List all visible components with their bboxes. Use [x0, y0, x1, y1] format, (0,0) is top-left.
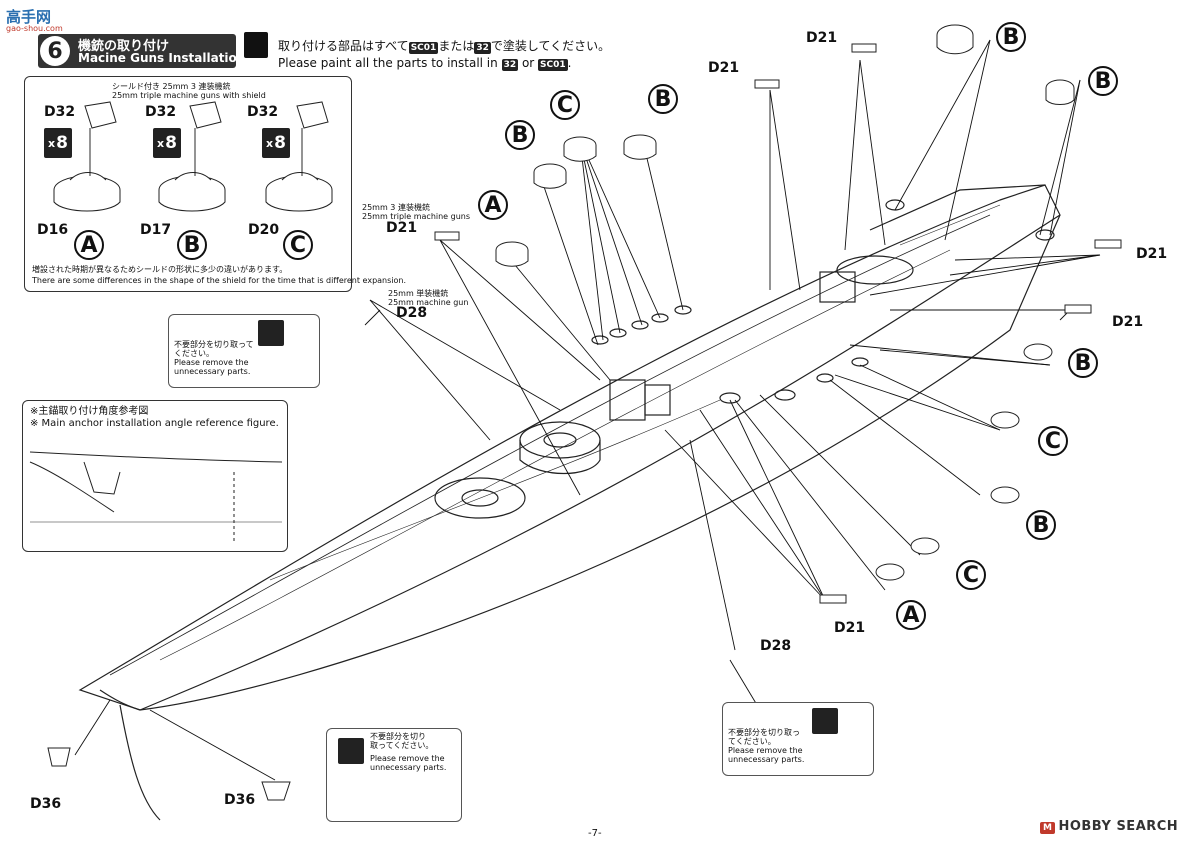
paint-code: SC01: [538, 59, 568, 71]
part-callout-d21: D21: [834, 620, 866, 636]
forward-turret: [434, 477, 526, 519]
step-header: [38, 34, 236, 68]
hull-keel: [119, 704, 161, 821]
remove-parts-note: [168, 314, 320, 388]
paint-code: SC01: [408, 42, 439, 54]
gun-mount-sketch: [158, 101, 226, 212]
part-callout-d36: D36: [224, 792, 256, 808]
mount-letter-badge: C: [283, 230, 313, 260]
remove-note-ja: 不要部分を切り取ってください。: [728, 728, 800, 746]
part-callout-d36: D36: [30, 796, 62, 812]
mount-letter-badge: A: [478, 190, 508, 220]
mount-letter-badge: B: [648, 84, 678, 114]
part-label: D20: [248, 222, 280, 238]
guns-panel-header-ja: シールド付き 25mm 3 連装機銃: [112, 82, 231, 91]
step-title-ja: 機銃の取り付け: [78, 39, 170, 54]
mount-letter-badge: C: [550, 90, 580, 120]
part-label: D17: [140, 222, 172, 238]
mount-letter-badge: A: [74, 230, 104, 260]
part-callout-d21: D21: [1136, 246, 1168, 262]
paint-note-en: Please paint all the parts to install in…: [278, 56, 572, 71]
remove-note-ja: 不要部分を切り取ってください。: [370, 732, 434, 750]
mount-letter-badge: B: [505, 120, 535, 150]
single-gun-note-ja: 25mm 単装機銃: [388, 289, 449, 298]
part-callout-d21: D21: [386, 220, 418, 236]
part-label: D32: [145, 104, 177, 120]
anchor-panel-title-ja: ※主錨取り付け角度参考図: [30, 406, 149, 417]
part-callout-d21: D21: [806, 30, 838, 46]
mount-letter-badge: A: [896, 600, 926, 630]
mount-letter-badge: B: [1088, 66, 1118, 96]
mount-letter-badge: C: [956, 560, 986, 590]
mount-letter-badge: B: [1026, 510, 1056, 540]
step-title-en: Macine Guns Installation: [78, 51, 246, 65]
part-callout-d21: D21: [708, 60, 740, 76]
anchor-panel-title-en: ※ Main anchor installation angle referen…: [30, 418, 279, 429]
cutter-icon: [258, 320, 284, 346]
triple-gun-note-en: 25mm triple machine guns: [362, 212, 471, 221]
part-callout-d28: D28: [760, 638, 792, 654]
guns-panel-header-en: 25mm triple machine guns with shield: [112, 91, 266, 100]
cutter-icon: [338, 738, 364, 764]
single-gun-note-en: 25mm machine gun: [388, 298, 469, 307]
guns-panel-note-en: There are some differences in the shape …: [32, 276, 407, 285]
anchor-reference-panel: [22, 400, 288, 552]
step-number: 6: [40, 36, 70, 66]
gun-mount-sketch: [265, 101, 333, 212]
mount-letter-badge: B: [1068, 348, 1098, 378]
paint-code: 32: [501, 59, 519, 71]
guns-panel-note-ja: 増設された時期が異なるためシールドの形状に多少の違いがあります。: [32, 265, 288, 274]
paint-brush-icon: [244, 32, 268, 58]
mount-letter-badge: C: [1038, 426, 1068, 456]
part-callout-d28: D28: [396, 305, 428, 321]
part-label: D16: [37, 222, 69, 238]
mount-letter-badge: B: [177, 230, 207, 260]
hull-deck-edge: [78, 184, 1061, 711]
remove-parts-note: [722, 702, 874, 776]
mount-letter-badge: B: [996, 22, 1026, 52]
watermark-mark-icon: M: [1040, 822, 1056, 834]
watermark-site: gao-shou.com: [6, 24, 63, 33]
gun-mount-sketch: [53, 101, 121, 212]
triple-gun-note-ja: 25mm 3 連装機銃: [362, 203, 430, 212]
anchor-reference-sketch: [29, 451, 283, 542]
watermark-brand: 高手网: [6, 8, 52, 26]
part-label: D32: [247, 104, 279, 120]
part-label: D32: [44, 104, 76, 120]
remove-note-ja: 不要部分を切り取ってください。: [174, 340, 254, 358]
hull-side: [139, 214, 1061, 711]
page-number: -7-: [588, 828, 602, 839]
part-callout-d21: D21: [1112, 314, 1144, 330]
cutter-icon: [812, 708, 838, 734]
second-turret: [519, 421, 601, 459]
paint-code: 32: [474, 42, 491, 54]
